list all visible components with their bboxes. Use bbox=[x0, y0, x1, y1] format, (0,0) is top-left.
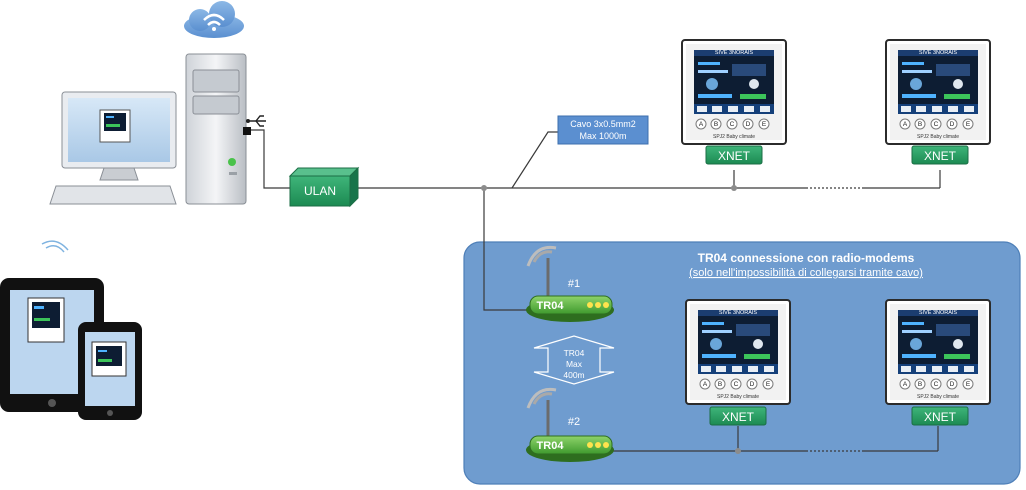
button-letter: A bbox=[903, 121, 908, 128]
button-letter: E bbox=[766, 381, 771, 388]
button-letter: C bbox=[934, 121, 939, 128]
junction-dot bbox=[481, 185, 487, 191]
controller-zone-1: SIVE 3NORAIS SPJ2 Baby climate bbox=[685, 299, 791, 405]
controller-footer: SPJ2 Baby climate bbox=[917, 134, 959, 140]
tr04-label: TR04 bbox=[537, 300, 565, 312]
button-letter: B bbox=[918, 381, 922, 388]
modem-index: #1 bbox=[568, 278, 580, 290]
pc-monitor bbox=[49, 91, 177, 205]
smartphone bbox=[78, 322, 142, 420]
ulan-box bbox=[288, 166, 360, 208]
ulan-label: ULAN bbox=[304, 184, 336, 198]
junction-dot bbox=[731, 185, 737, 191]
controller-screen-title: SIVE 3NORAIS bbox=[919, 50, 958, 56]
controller-zone-2: SIVE 3NORAIS SPJ2 Baby climate bbox=[885, 299, 991, 405]
xnet-label: XNET bbox=[722, 410, 755, 424]
xnet-label: XNET bbox=[718, 149, 751, 163]
bus-lines bbox=[246, 129, 941, 452]
xnet-box bbox=[911, 145, 969, 165]
radio-link-label: 400m bbox=[563, 370, 584, 380]
controller-footer: SPJ2 Baby climate bbox=[713, 134, 755, 140]
button-letter: D bbox=[950, 381, 955, 388]
button-letter: B bbox=[718, 381, 722, 388]
pc-tower bbox=[185, 53, 247, 205]
button-letter: E bbox=[966, 381, 971, 388]
button-letter: C bbox=[730, 121, 735, 128]
button-letter: E bbox=[966, 121, 971, 128]
wifi-signal-icon bbox=[41, 240, 69, 253]
button-letter: E bbox=[762, 121, 767, 128]
button-letter: D bbox=[746, 121, 751, 128]
controller-screen-title: SIVE 3NORAIS bbox=[715, 50, 754, 56]
button-letter: C bbox=[934, 381, 939, 388]
junction-dot bbox=[735, 448, 741, 454]
controller-top-1: SIVE 3NORAIS SPJ2 Baby climate bbox=[681, 39, 787, 145]
button-letter: D bbox=[950, 121, 955, 128]
button-letter: B bbox=[714, 121, 718, 128]
controller-screen-title: SIVE 3NORAIS bbox=[919, 310, 958, 316]
controller-footer: SPJ2 Baby climate bbox=[917, 394, 959, 400]
xnet-box bbox=[705, 145, 763, 165]
cloud-wifi-icon bbox=[184, 1, 244, 38]
cable-note-line2: Max 1000m bbox=[579, 131, 626, 141]
radio-zone-subtitle: (solo nell'impossibilità di collegarsi t… bbox=[689, 267, 923, 279]
tr04-label: TR04 bbox=[537, 440, 565, 452]
radio-link-label: Max bbox=[566, 359, 583, 369]
controller-top-2: SIVE 3NORAIS SPJ2 Baby climate bbox=[885, 39, 991, 145]
button-letter: B bbox=[918, 121, 922, 128]
radio-zone-title: TR04 connessione con radio-modems bbox=[698, 251, 915, 265]
cable-note-box bbox=[557, 115, 649, 145]
controller-footer: SPJ2 Baby climate bbox=[717, 394, 759, 400]
usb-icon bbox=[243, 115, 266, 135]
button-letter: A bbox=[699, 121, 704, 128]
button-letter: D bbox=[750, 381, 755, 388]
radio-modem-1 bbox=[526, 245, 614, 322]
button-letter: A bbox=[703, 381, 708, 388]
radio-link-arrow bbox=[533, 335, 615, 385]
modem-index: #2 bbox=[568, 416, 580, 428]
xnet-box bbox=[709, 406, 767, 426]
xnet-box bbox=[911, 406, 969, 426]
cable-note-line1: Cavo 3x0.5mm2 bbox=[570, 119, 636, 129]
xnet-label: XNET bbox=[924, 149, 957, 163]
controller-screen-title: SIVE 3NORAIS bbox=[719, 310, 758, 316]
radio-link-label: TR04 bbox=[564, 348, 585, 358]
radio-modem-2 bbox=[526, 387, 614, 462]
xnet-label: XNET bbox=[924, 410, 957, 424]
button-letter: A bbox=[903, 381, 908, 388]
button-letter: C bbox=[734, 381, 739, 388]
